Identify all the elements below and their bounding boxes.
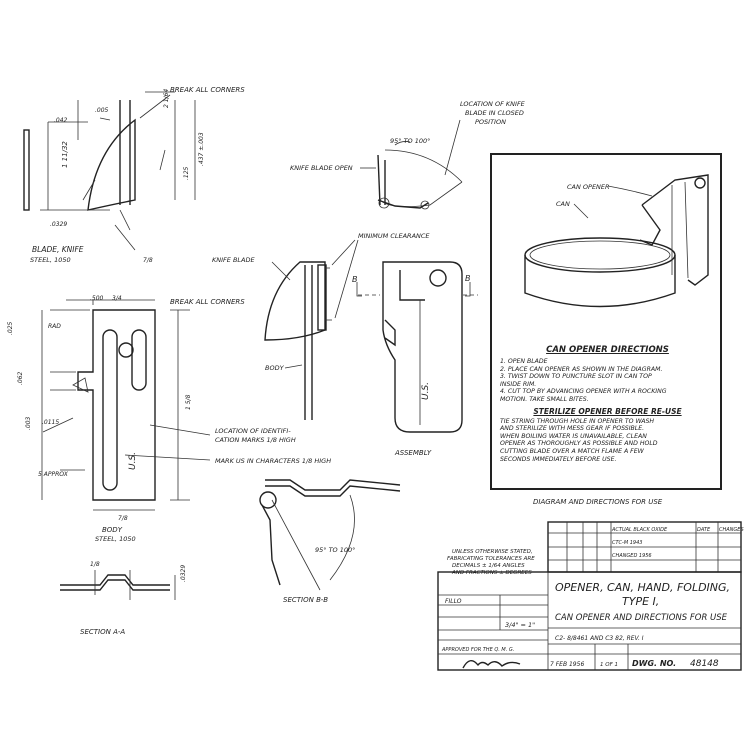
body-material-label: STEEL, 1050 bbox=[95, 535, 136, 543]
dim-text: 1/8 bbox=[90, 561, 100, 568]
dim-text: 7/8 bbox=[143, 257, 153, 264]
section-bb-drawing bbox=[259, 479, 401, 591]
dim-text: .0329 bbox=[180, 565, 187, 582]
dim-text: .042 bbox=[54, 117, 68, 124]
dim-text: 1 5/8 bbox=[185, 394, 192, 410]
knife-blade-label: KNIFE BLADE bbox=[212, 256, 255, 264]
break-corners-body-label: BREAK ALL CORNERS bbox=[170, 298, 245, 306]
us-mark-assembly: U.S. bbox=[421, 382, 431, 400]
angle-label-top: 95° TO 100° bbox=[390, 137, 430, 145]
dim-text: .0115 bbox=[42, 419, 59, 426]
rev-note-3: CHANGED 1956 bbox=[612, 553, 652, 559]
knife-location-line-2: BLADE IN CLOSED bbox=[465, 109, 524, 117]
direction-step-2: 2. PLACE CAN OPENER AS SHOWN IN THE DIAG… bbox=[500, 365, 663, 373]
dim-text: .005 bbox=[95, 107, 109, 114]
direction-step-1: 1. OPEN BLADE bbox=[500, 358, 548, 365]
blade-knife-label: BLADE, KNIFE bbox=[32, 245, 84, 254]
changes-header: CHANGES bbox=[719, 527, 744, 533]
dim-text: .500 bbox=[90, 295, 104, 302]
assembly-label: ASSEMBLY bbox=[394, 449, 432, 457]
approx-label: 5 APPROX bbox=[38, 471, 69, 478]
can-label: CAN bbox=[556, 200, 570, 208]
sterilize-line-6: SECONDS IMMEDIATELY BEFORE USE. bbox=[500, 455, 617, 463]
dim-text: .062 bbox=[17, 371, 24, 385]
body-drawing bbox=[41, 299, 211, 511]
knife-location-line-3: POSITION bbox=[475, 118, 506, 126]
body-part-label: BODY bbox=[102, 526, 123, 534]
title-block-grid bbox=[437, 521, 742, 671]
drawing-subtitle: CAN OPENER AND DIRECTIONS FOR USE bbox=[555, 613, 728, 623]
directions-text-block: CAN OPENER DIRECTIONS 1. OPEN BLADE 2. P… bbox=[500, 345, 715, 463]
panel-caption: DIAGRAM AND DIRECTIONS FOR USE bbox=[533, 498, 663, 506]
body-dimension-texts: .500 3/4 .025 .062 .003 1 5/8 RAD .0115 … bbox=[7, 295, 192, 522]
blade-material-label: STEEL, 1050 bbox=[30, 256, 71, 264]
drawn-by: FILLO bbox=[445, 598, 462, 605]
direction-step-3b: INSIDE RIM. bbox=[500, 380, 537, 388]
blade-dimension-texts: .042 .005 1 11/32 2 1/64 .437 ±.003 .125… bbox=[50, 89, 205, 264]
dim-text: .003 bbox=[25, 416, 32, 430]
scale-text: 3/4" = 1" bbox=[505, 621, 535, 629]
ident-location-line-1: LOCATION OF IDENTIFI- bbox=[215, 427, 291, 435]
angle-label-bb: 95° TO 100° bbox=[315, 546, 355, 554]
direction-step-4: 4. CUT TOP BY ADVANCING OPENER WITH A RO… bbox=[500, 388, 667, 396]
date-value: 7 FEB 1956 bbox=[550, 661, 584, 668]
directions-panel bbox=[490, 153, 722, 490]
direction-step-4b: MOTION. TAKE SMALL BITES. bbox=[500, 395, 589, 403]
knife-blade-open-label: KNIFE BLADE OPEN bbox=[290, 164, 353, 172]
knife-rotation-detail bbox=[360, 119, 463, 210]
dim-text: RAD bbox=[48, 323, 61, 330]
break-corners-label: BREAK ALL CORNERS bbox=[170, 86, 245, 94]
dim-text: .437 ±.003 bbox=[198, 132, 205, 166]
sterilize-line-5: CUTTING BLADE OVER A MATCH FLAME A FEW bbox=[500, 447, 644, 455]
dim-text: .0329 bbox=[50, 221, 67, 228]
sterilize-line-3: WHEN BOILING WATER IS UNAVAILABLE, CLEAN bbox=[500, 432, 647, 440]
dim-text: .025 bbox=[7, 321, 14, 335]
unless-line-3: DECIMALS ± 1/64 ANGLES bbox=[452, 563, 525, 569]
sterilize-title: STERILIZE OPENER BEFORE RE-USE bbox=[533, 406, 682, 416]
assembly-drawing bbox=[356, 261, 478, 433]
blade-knife-drawing bbox=[23, 91, 196, 251]
body-callout-label: BODY bbox=[265, 364, 285, 372]
section-aa-drawing: 1/8 .0329 bbox=[60, 561, 187, 600]
drawing-title-line-2: TYPE I, bbox=[622, 595, 659, 608]
date-header: DATE bbox=[697, 527, 711, 533]
dim-text: 2 1/64 bbox=[163, 89, 170, 108]
dim-text: 3/4 bbox=[112, 295, 122, 302]
sterilize-line-1: TIE STRING THROUGH HOLE IN OPENER TO WAS… bbox=[500, 417, 655, 425]
section-marker-b-left: B bbox=[352, 275, 358, 284]
dim-text: 1 11/32 bbox=[61, 141, 69, 168]
rev-note-2: CTC-M 1943 bbox=[612, 540, 642, 546]
can-opener-label: CAN OPENER bbox=[567, 183, 610, 191]
section-aa-label: SECTION A-A bbox=[80, 628, 125, 636]
knife-location-line-1: LOCATION OF KNIFE bbox=[460, 100, 526, 108]
directions-title: CAN OPENER DIRECTIONS bbox=[546, 345, 669, 355]
code-text: C2- 8/8461 AND C3 82, REV. I bbox=[555, 635, 644, 642]
sterilize-line-4: OPENER AS THOROUGHLY AS POSSIBLE AND HOL… bbox=[500, 440, 658, 448]
dim-text: 7/8 bbox=[118, 515, 128, 522]
approved-for-text: APPROVED FOR THE Q. M. G. bbox=[441, 647, 514, 653]
unless-line-2: FABRICATING TOLERANCES ARE bbox=[447, 556, 535, 562]
unless-line-1: UNLESS OTHERWISE STATED, bbox=[452, 549, 533, 555]
dwg-no-label: DWG. NO. bbox=[632, 659, 676, 668]
section-bb-label: SECTION B-B bbox=[283, 596, 328, 604]
can-opener-illustration bbox=[524, 174, 709, 308]
side-view-drawing bbox=[264, 239, 359, 420]
sheet-value: 1 OF 1 bbox=[600, 662, 618, 668]
mark-us-label: MARK US IN CHARACTERS 1/8 HIGH bbox=[215, 457, 331, 465]
dwg-no-value: 48148 bbox=[690, 659, 719, 669]
rev-note-1: ACTUAL BLACK OXIDE bbox=[611, 527, 668, 533]
us-mark-body: U.S. bbox=[128, 452, 138, 470]
unless-line-4: AND FRACTIONS ± DEGREES bbox=[451, 570, 532, 576]
ident-location-line-2: CATION MARKS 1/8 HIGH bbox=[215, 436, 296, 444]
min-clearance-label: MINIMUM CLEARANCE bbox=[358, 232, 430, 240]
drawing-title-line-1: OPENER, CAN, HAND, FOLDING, bbox=[555, 581, 730, 594]
dim-text: .125 bbox=[183, 166, 190, 180]
direction-step-3: 3. TWIST DOWN TO PUNCTURE SLOT IN CAN TO… bbox=[500, 373, 652, 381]
section-marker-b-right: B bbox=[465, 274, 471, 283]
sterilize-line-2: AND STERILIZE WITH MESS GEAR IF POSSIBLE… bbox=[500, 425, 645, 433]
